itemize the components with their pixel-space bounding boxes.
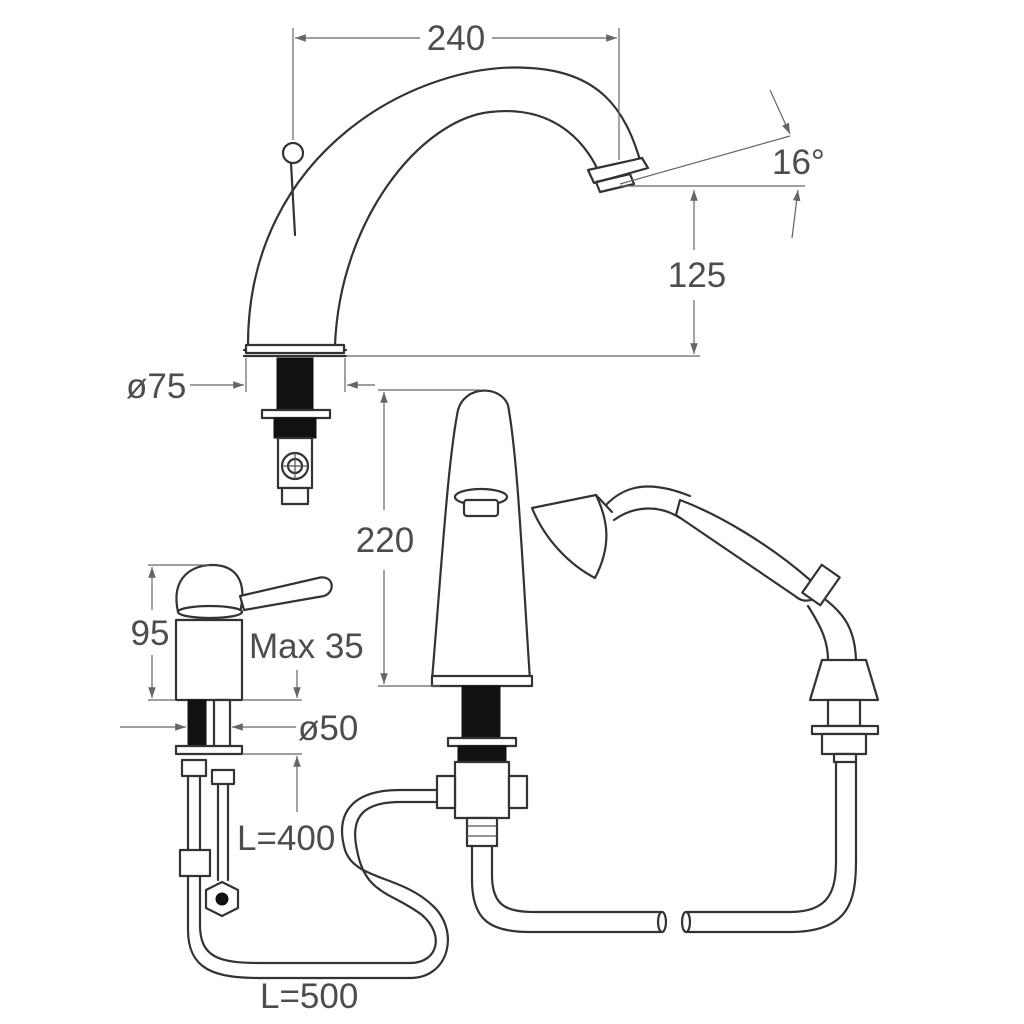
label-short-hose: L=400 xyxy=(237,819,335,858)
label-max-thickness: Max 35 xyxy=(249,627,364,666)
diverter-tee xyxy=(435,760,529,848)
label-spout-height: 125 xyxy=(668,256,726,295)
dimension-mixer-diameter: ø50 xyxy=(120,709,358,748)
spout-fixing-shank xyxy=(260,357,332,506)
label-mixer-diameter: ø50 xyxy=(298,709,358,748)
handset-holder xyxy=(430,389,534,763)
dimension-mixer-height: 95 xyxy=(131,564,210,701)
dimension-holder-height: 220 xyxy=(356,389,480,687)
label-spout-angle: 16° xyxy=(772,143,825,182)
dimension-max-thickness: Max 35 xyxy=(242,627,364,812)
label-spout-reach: 240 xyxy=(427,19,485,58)
label-holder-height: 220 xyxy=(356,521,414,560)
dimension-spout-height: 125 xyxy=(346,190,726,357)
label-long-hose: L=500 xyxy=(260,977,358,1016)
label-spout-diameter: ø75 xyxy=(126,367,186,406)
spout-lever xyxy=(281,141,305,237)
dimension-spout-angle: 16° xyxy=(619,89,825,239)
hose-tee-to-shower xyxy=(470,760,858,934)
dimension-spout-diameter: ø75 xyxy=(126,358,375,406)
hand-shower xyxy=(530,485,858,662)
dimension-spout-reach: 240 xyxy=(292,19,620,160)
hose-mixer-to-tee xyxy=(186,788,449,980)
spout xyxy=(242,66,650,358)
label-mixer-height: 95 xyxy=(131,614,170,653)
mixer xyxy=(174,563,333,918)
hose-outlet-mount xyxy=(808,658,880,764)
